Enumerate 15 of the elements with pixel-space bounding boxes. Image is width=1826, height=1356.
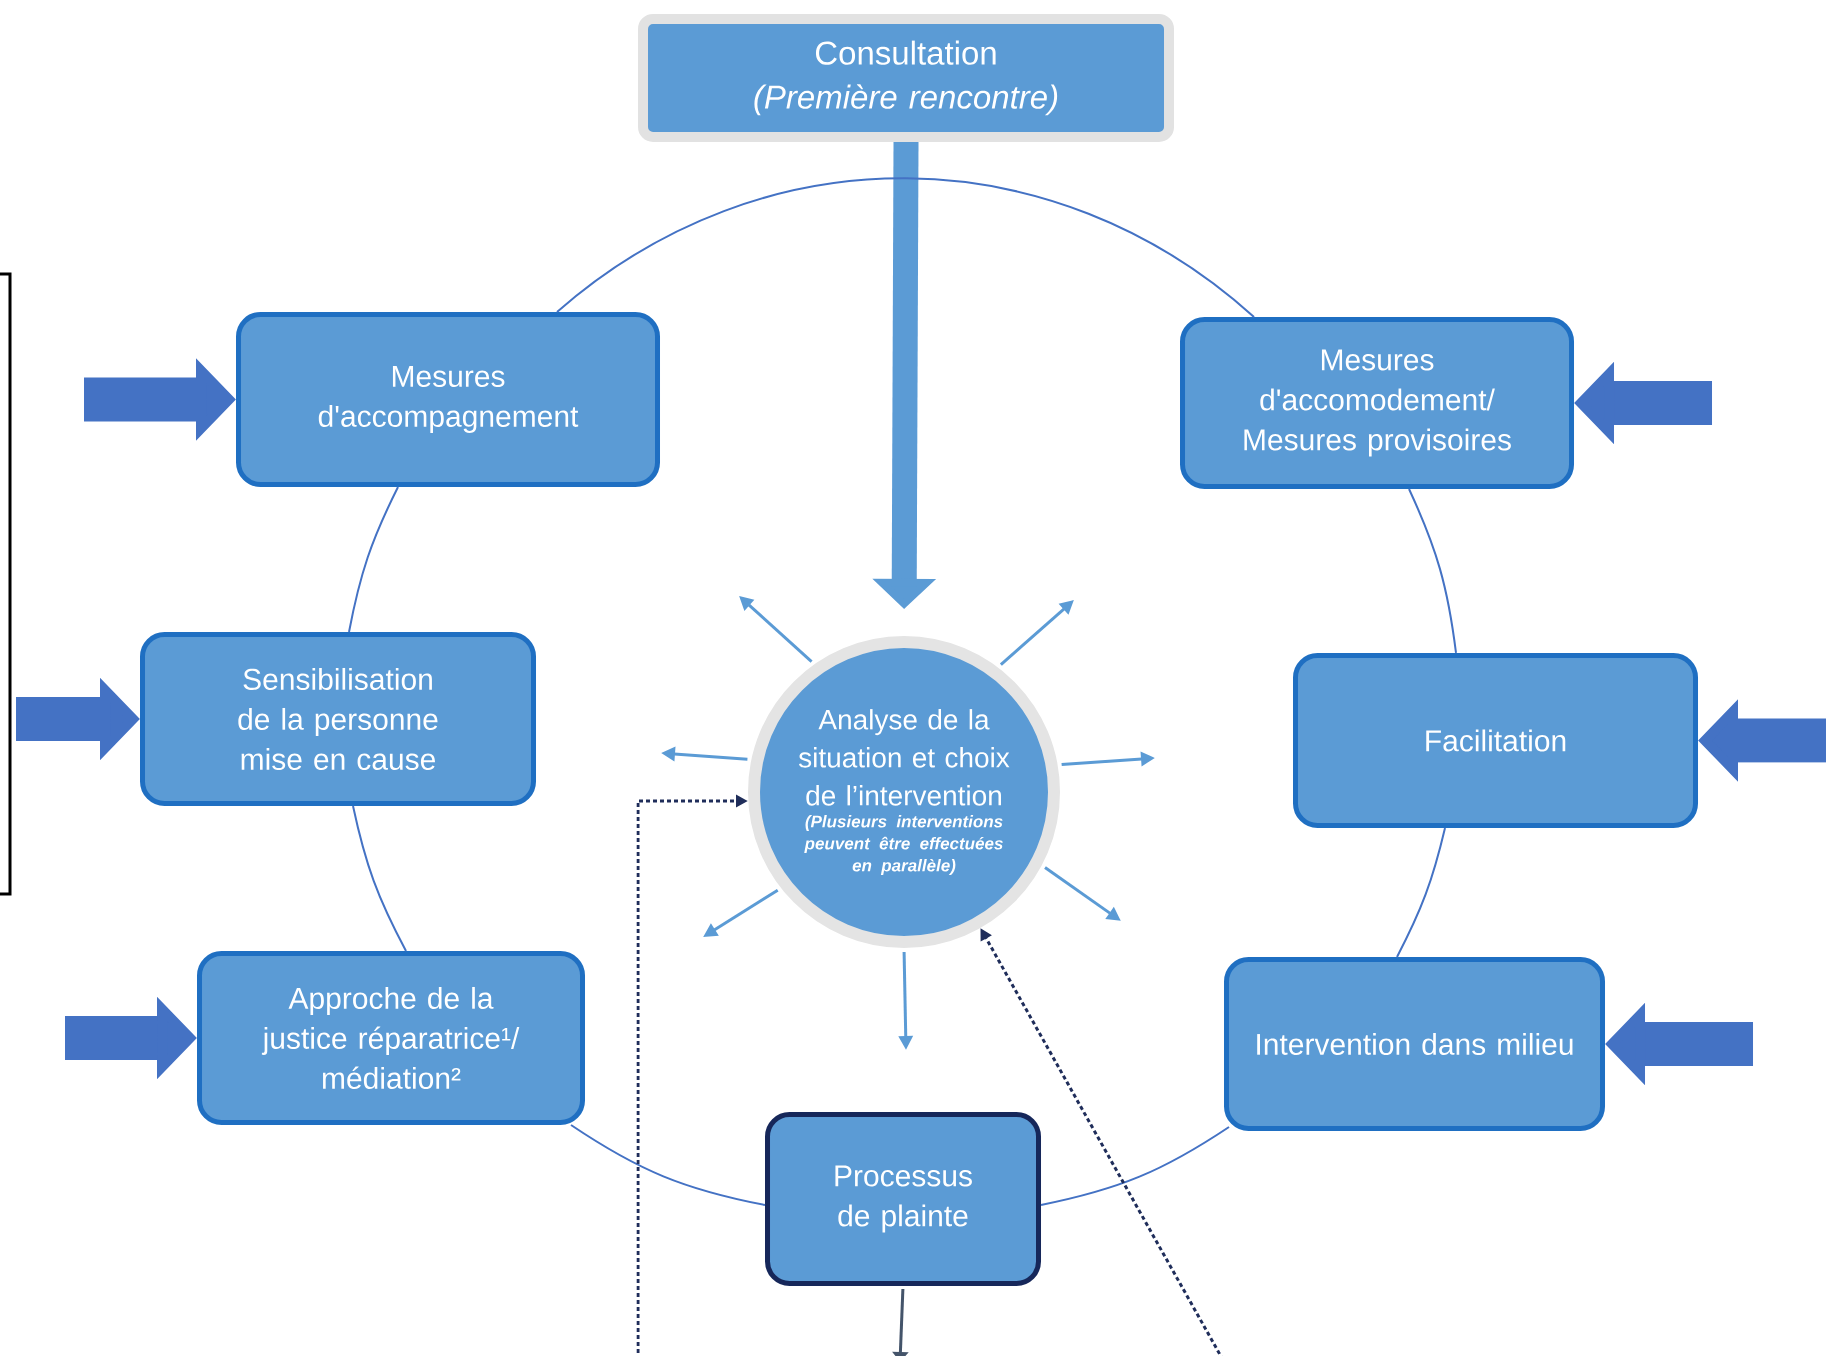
- connector-line: [556, 177, 1255, 318]
- process-box: Mesures d'accompagnement: [236, 312, 660, 487]
- process-box: Consultation (Première rencontre): [638, 14, 1174, 142]
- process-box: Intervention dans milieu: [1224, 957, 1605, 1131]
- process-box: Mesures d'accomodement/ Mesures provisoires: [1180, 317, 1574, 489]
- process-box: Approche de la justice réparatrice¹/ médiation²: [197, 951, 585, 1125]
- connector-line: [570, 1124, 766, 1206]
- process-box: Facilitation: [1293, 653, 1698, 828]
- connector-line: [1040, 1126, 1230, 1206]
- connector-line: [1396, 827, 1446, 958]
- connector-line: [348, 486, 399, 633]
- connector-line: [352, 805, 407, 952]
- connector-line: [1408, 488, 1457, 654]
- process-box: Sensibilisation de la personne mise en cause: [140, 632, 536, 806]
- process-box: Processus de plainte: [765, 1112, 1041, 1286]
